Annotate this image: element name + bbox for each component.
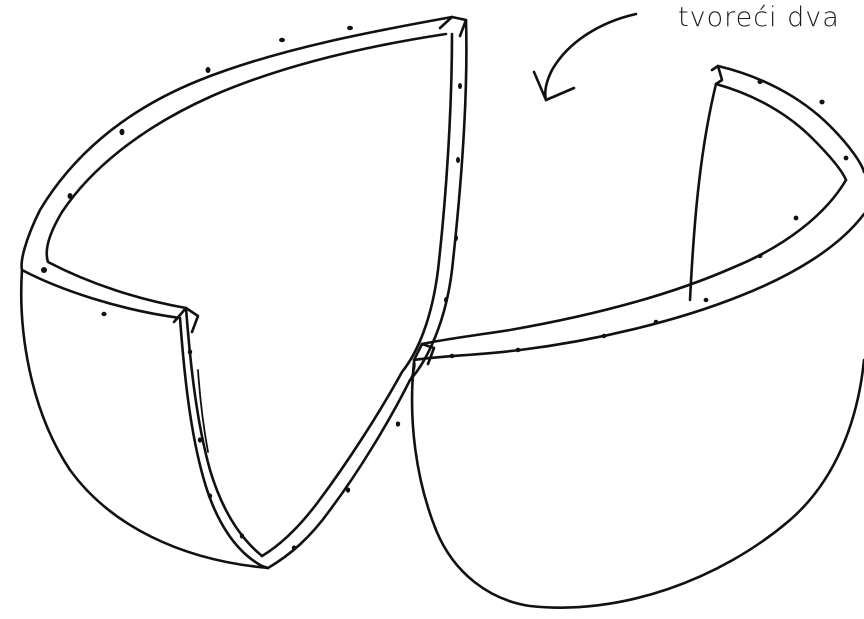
arrow-head-left bbox=[534, 72, 546, 100]
rim-dot bbox=[120, 129, 125, 135]
arrow-shaft bbox=[545, 14, 636, 100]
left-cleft-outer bbox=[180, 318, 268, 568]
annotation-arrow bbox=[534, 14, 636, 100]
left-rim-outer-edge bbox=[22, 17, 452, 318]
rim-dot bbox=[444, 297, 448, 303]
rim-dot bbox=[757, 80, 762, 84]
rim-dot bbox=[758, 254, 763, 258]
right-rim-front-inner bbox=[422, 180, 846, 344]
rim-dot bbox=[654, 320, 659, 324]
arrow-head-right bbox=[546, 88, 574, 100]
rim-dot bbox=[188, 349, 192, 354]
rim-dot bbox=[206, 67, 211, 73]
right-rim-front-outer bbox=[414, 214, 864, 360]
rim-dot bbox=[794, 216, 799, 221]
right-back-wall bbox=[690, 84, 716, 300]
rim-dot bbox=[68, 193, 73, 199]
rim-dot bbox=[449, 354, 454, 358]
rim-dot bbox=[396, 421, 400, 426]
rim-dot bbox=[844, 156, 849, 161]
rim-dot bbox=[347, 26, 353, 30]
left-cleft-inner bbox=[186, 308, 262, 556]
right-back-wall-cap bbox=[712, 66, 722, 84]
left-cut-edge-inner bbox=[262, 34, 452, 556]
rim-dot bbox=[346, 487, 350, 492]
left-shell-half bbox=[21, 17, 466, 568]
rim-dot bbox=[198, 437, 202, 442]
rim-dots bbox=[41, 26, 848, 551]
right-shell-half bbox=[410, 66, 864, 608]
rim-dot bbox=[41, 267, 47, 273]
rim-dot bbox=[292, 545, 296, 550]
left-bowl-body bbox=[21, 270, 268, 568]
rim-dot bbox=[208, 493, 212, 498]
right-bowl-body bbox=[412, 360, 864, 608]
rim-dot bbox=[454, 235, 458, 241]
rim-dot bbox=[602, 334, 607, 338]
rim-dot bbox=[240, 533, 244, 538]
rim-dot bbox=[819, 100, 824, 105]
right-rim-back-inner bbox=[716, 84, 846, 180]
rim-dot bbox=[279, 38, 285, 42]
rim-dot bbox=[704, 298, 709, 302]
annotation-label: tvoreći dva bbox=[678, 2, 840, 33]
rim-dot bbox=[101, 312, 106, 316]
rim-dot bbox=[456, 157, 460, 163]
rim-dot bbox=[515, 348, 520, 352]
rim-dot bbox=[458, 83, 462, 89]
left-cut-edge-outer bbox=[268, 20, 466, 568]
left-rim-inner-edge bbox=[47, 34, 446, 308]
